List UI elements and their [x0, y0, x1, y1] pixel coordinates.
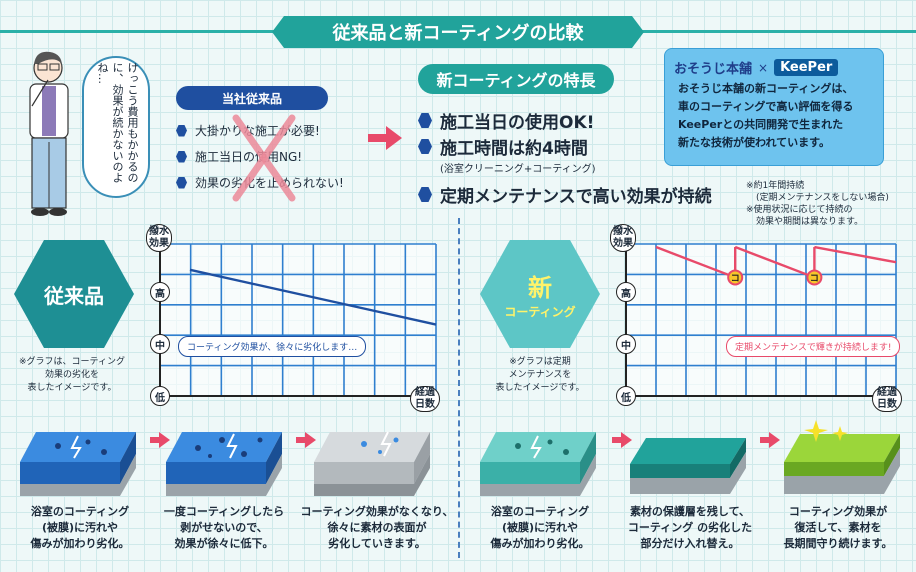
note-line: ※約1年間持続: [746, 181, 805, 191]
left-chart-tag: コーティング効果が、徐々に劣化します…: [178, 336, 367, 357]
left-y-axis-label: 撥水効果: [146, 224, 172, 252]
note-line: (定期メンテナンスをしない場合): [756, 193, 889, 203]
right-chart-tag: 定期メンテナンスで輝きが持続します!: [726, 336, 901, 357]
new-feature-subnote: (浴室クリーニング+コーティング): [440, 164, 596, 175]
step-arrow-icon: [296, 432, 316, 452]
left-step3-caption: コーティング効果がなくなり、 徐々に素材の表面が 劣化していきます。: [300, 505, 454, 550]
chart-plot-area: [160, 244, 436, 396]
new-feature-item: 施工時間は約4時間: [418, 134, 588, 159]
conventional-item: 効果の劣化を止められない!: [176, 174, 344, 191]
right-step3-caption: コーティング効果が 復活して、素材を 長期間守り続けます。: [783, 505, 893, 550]
coating-tile-new-step3-icon: [784, 420, 900, 494]
conventional-hex-label: 従来品: [14, 240, 134, 348]
person-illustration: [29, 51, 69, 216]
maintenance-marker: [727, 269, 744, 286]
right-y-axis-label: 撥水効果: [610, 224, 636, 252]
level-low: 低: [150, 386, 170, 406]
step-arrow-icon: [150, 432, 170, 452]
maintenance-marker-label: コ: [731, 274, 740, 284]
chart-plot-area: [626, 244, 896, 396]
right-graph-note: ※グラフは定期 メンテナンスを 表したイメージです。: [495, 357, 585, 393]
brand-osouji-logo: おそうじ本舗: [674, 62, 753, 77]
hexagon-bullet-icon: [176, 124, 187, 137]
left-step2-caption: 一度コーティングしたら 剥がせないので、 効果が徐々に低下。: [163, 505, 285, 550]
speech-bubble-text: けっこう費用もかかるのに、効果が続かないのよね…: [96, 62, 139, 183]
step-arrow-icon: [760, 432, 780, 452]
new-feature-item: 施工当日の使用OK!: [418, 108, 594, 133]
step-arrow-icon: [612, 432, 632, 452]
level-mid: 中: [616, 334, 636, 354]
hexagon-bullet-icon: [418, 187, 432, 202]
level-mid: 中: [150, 334, 170, 354]
hexagon-bullet-icon: [418, 113, 432, 128]
brand-keeper-logo: KeePer: [774, 59, 839, 76]
new-features-label: 新コーティングの特長: [418, 64, 614, 94]
level-low: 低: [616, 386, 636, 406]
chart-series-line: [734, 245, 815, 279]
arrow-right-icon: [368, 126, 402, 150]
chart-series-line: [814, 245, 897, 264]
left-x-axis-label: 経過日数: [410, 386, 440, 412]
hexagon-bullet-icon: [418, 139, 432, 154]
left-graph-note: ※グラフは、コーティング 効果の劣化を 表したイメージです。: [18, 357, 125, 393]
panel-divider: [458, 218, 460, 558]
chart-series-line: [655, 245, 736, 279]
hexagon-bullet-icon: [176, 150, 187, 163]
left-step1-caption: 浴室のコーティング (被膜)に汚れや 傷みが加わり劣化。: [30, 505, 130, 550]
collaboration-text: おそうじ本舗の新コーティングは、 車のコーティングで高い評価を得る KeePer…: [678, 82, 854, 149]
coating-tile-step1-icon: [20, 432, 136, 496]
page-title: 従来品と新コーティングの比較: [272, 16, 644, 48]
conventional-item: 施工当日の使用NG!: [176, 148, 302, 165]
note-line: ※使用状況に応じて持続の: [746, 205, 853, 215]
coating-tile-step2-icon: [166, 432, 282, 496]
maintenance-marker: [806, 269, 823, 286]
times-symbol: ×: [758, 60, 769, 75]
note-line: 効果や期間は異なります。: [756, 217, 864, 227]
collaboration-box: [664, 48, 884, 166]
level-high: 高: [150, 282, 170, 302]
coating-tile-new-step1-icon: [480, 432, 596, 496]
conventional-label: 当社従来品: [176, 86, 328, 110]
new-feature-item: 定期メンテナンスで高い効果が持続: [418, 182, 712, 207]
cross-out-icon: [232, 114, 296, 202]
coating-tile-step3-icon: [314, 431, 430, 496]
coating-tile-new-step2-icon: [630, 438, 746, 494]
speech-bubble: [82, 56, 150, 198]
right-step1-caption: 浴室のコーティング (被膜)に汚れや 傷みが加わり劣化。: [490, 505, 590, 550]
left-chart: [159, 243, 437, 397]
brand-row: おそうじ本舗 × KeePer: [674, 58, 839, 77]
level-high: 高: [616, 282, 636, 302]
new-coating-hex-label: 新 コーティング: [480, 240, 600, 348]
hexagon-bullet-icon: [176, 176, 187, 189]
chart-series-line: [189, 268, 437, 326]
right-step2-caption: 素材の保護層を残して、 コーティング の劣化した 部分だけ入れ替え。: [627, 505, 753, 550]
right-chart: ココ: [625, 243, 897, 397]
right-x-axis-label: 経過日数: [872, 386, 902, 412]
maintenance-marker-label: コ: [810, 274, 819, 284]
